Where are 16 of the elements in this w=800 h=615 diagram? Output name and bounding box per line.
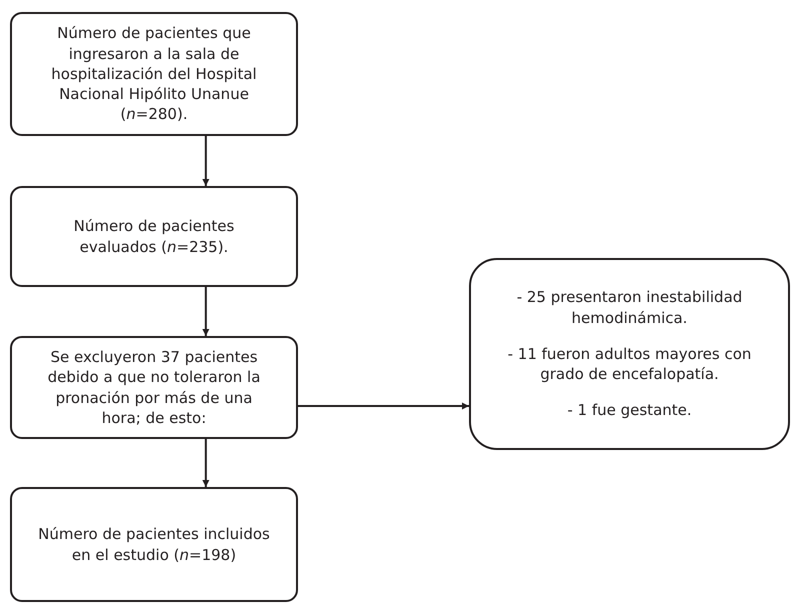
box-text: Número de pacientes evaluados (n=235). — [72, 216, 236, 257]
process-box — [10, 186, 298, 287]
box-text: - 11 fueron adultos mayores con grado de encefalopatía. — [506, 344, 752, 384]
process-box — [469, 258, 790, 450]
process-box — [10, 487, 298, 602]
box-text: - 25 presentaron inestabilidad hemodinámica. — [516, 287, 744, 328]
process-box — [10, 336, 298, 439]
arrow — [298, 402, 469, 410]
box-text: Se excluyeron 37 pacientes debido a que no toleraron la pronación por más de una hora; de esto: — [46, 347, 262, 428]
box-text: Número de pacientes incluidos en el estudio (n=198) — [37, 524, 271, 565]
box-text: Número de pacientes que ingresaron a la sala de hospitalización del Hospital Nacional Hipólito Unanue (n=280). — [50, 23, 258, 125]
process-box — [10, 12, 298, 136]
arrow — [202, 287, 210, 336]
arrow — [202, 136, 210, 186]
arrow — [202, 439, 210, 487]
box-text: - 1 fue gestante. — [567, 400, 692, 421]
